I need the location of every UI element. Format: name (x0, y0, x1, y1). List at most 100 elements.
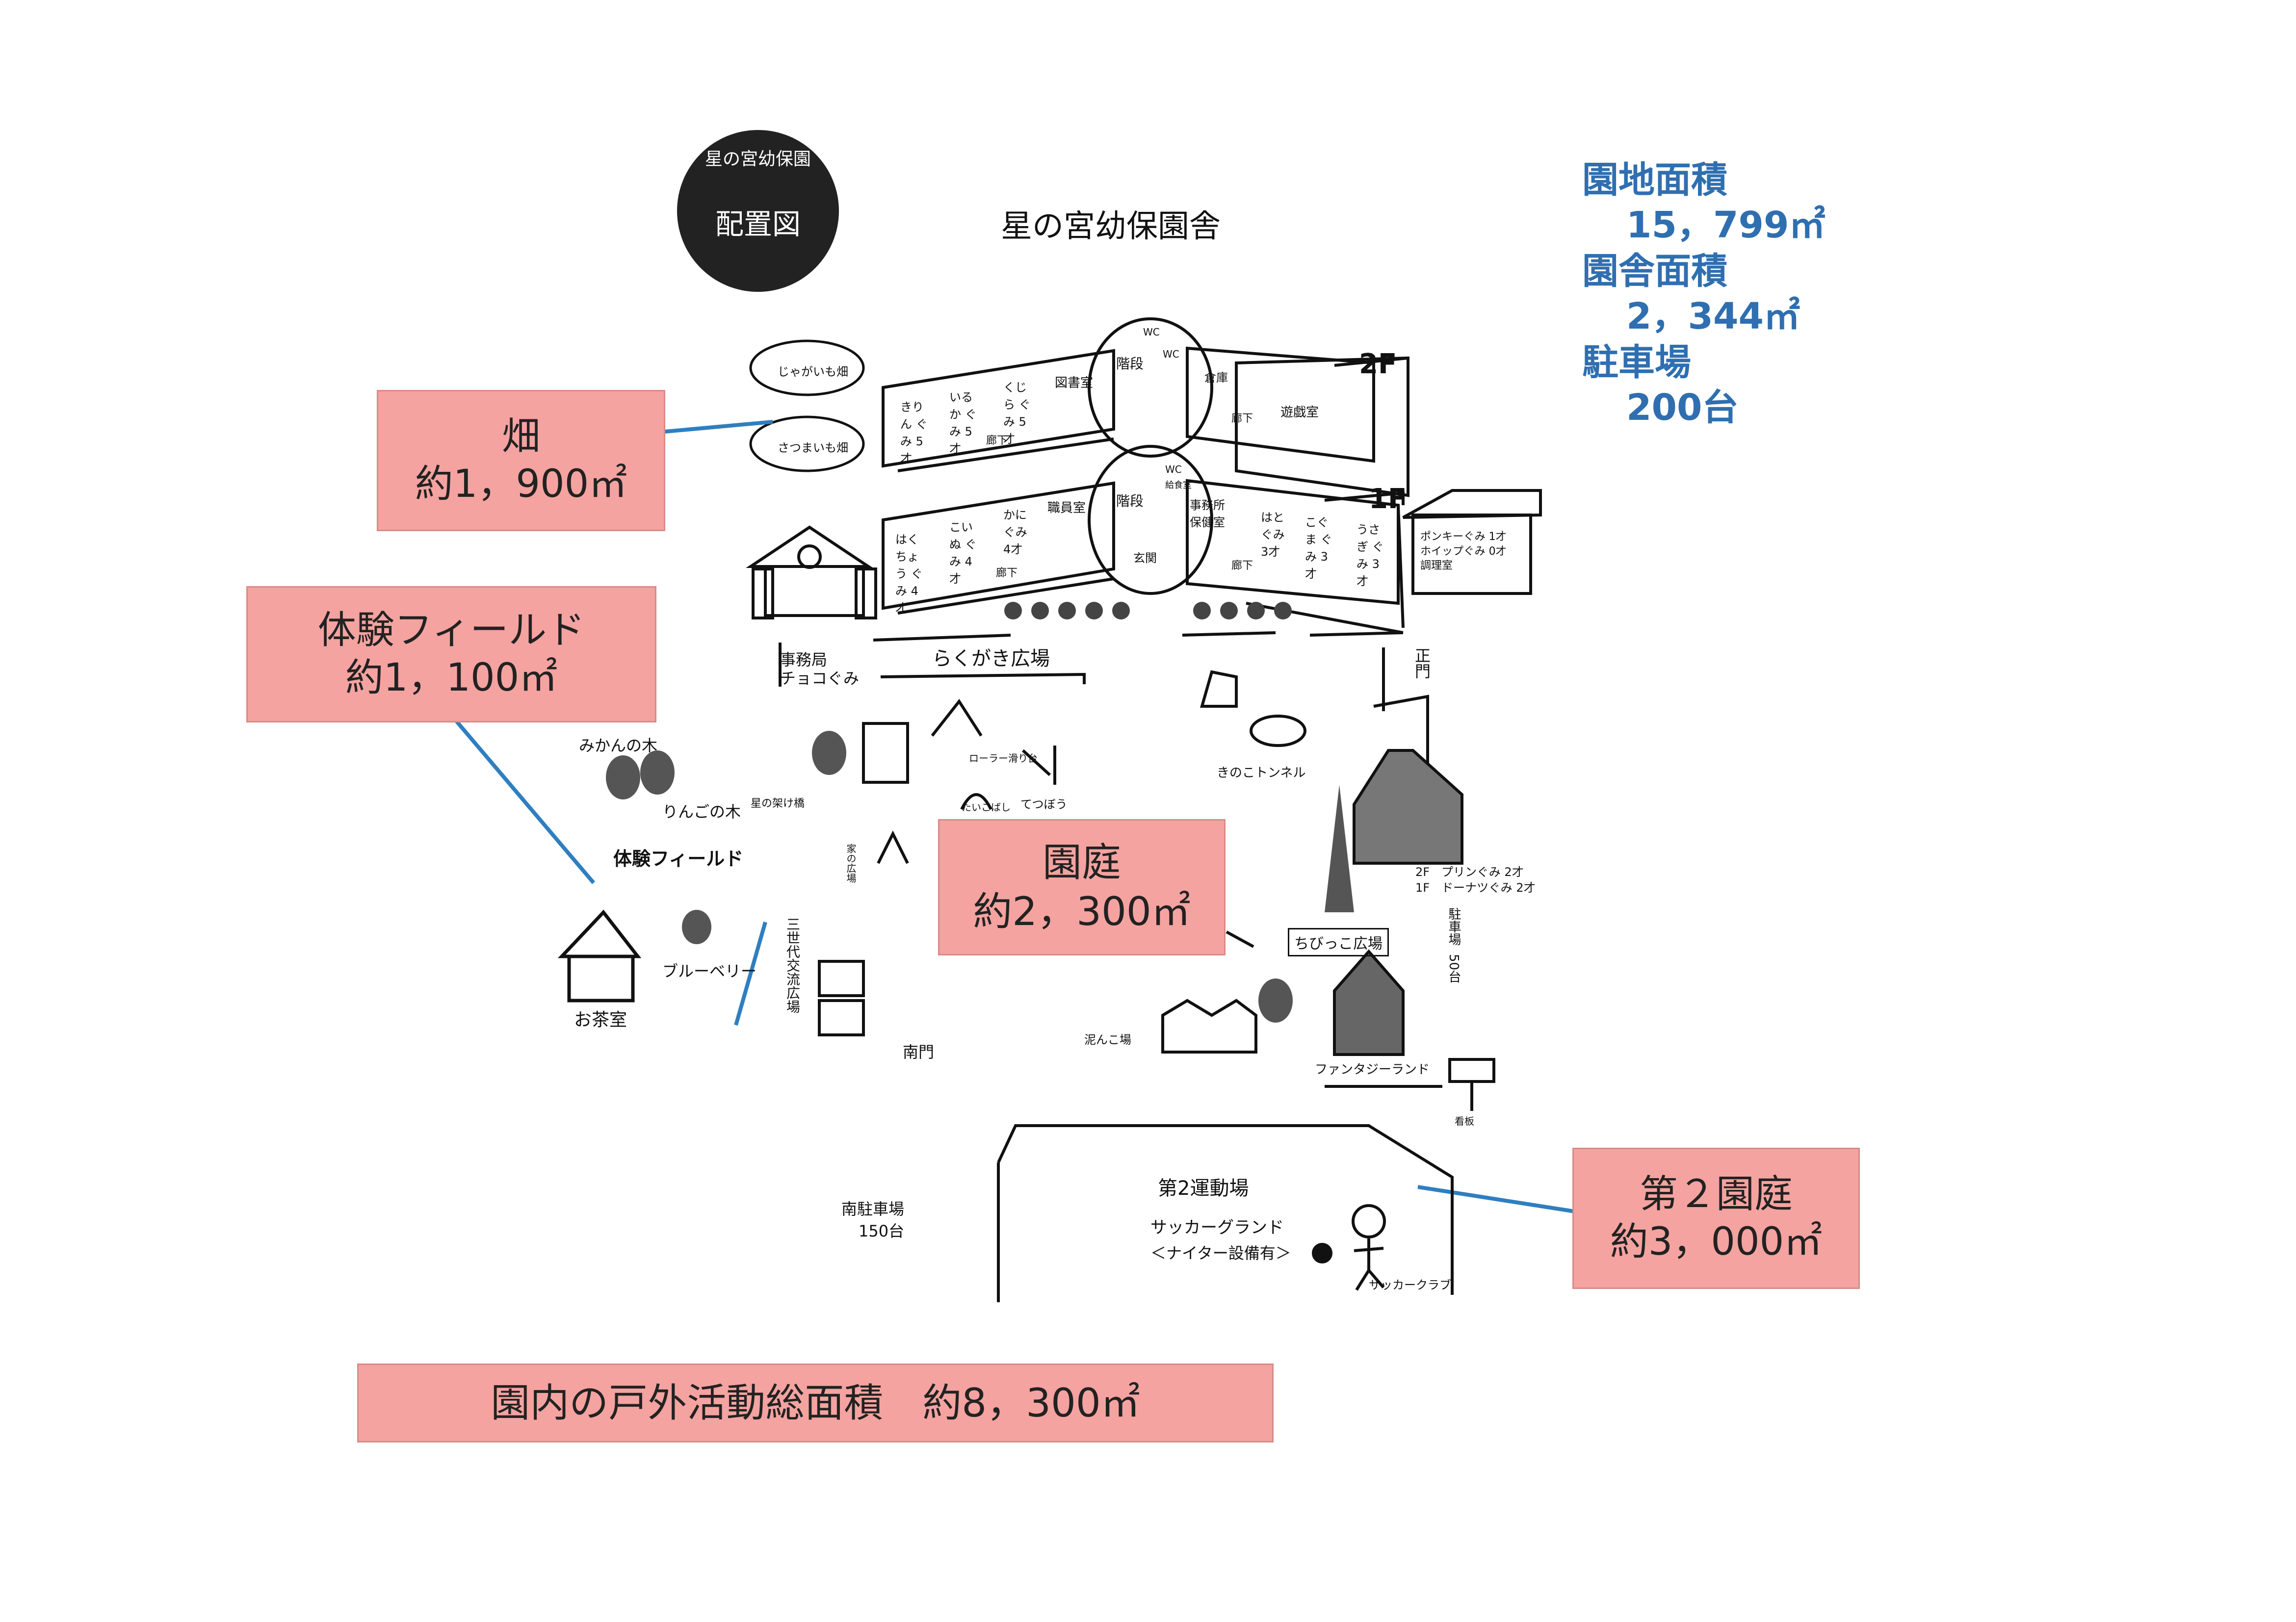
signboard (1448, 1058, 1495, 1111)
donut-label: 1F ドーナツぐみ 2才 (1415, 881, 1536, 895)
badge-top-label: 星の宮幼保園 (704, 149, 811, 169)
taiken-value: 約1，100㎡ (345, 656, 558, 700)
houses (818, 960, 1257, 1054)
room-yugishitsu: 遊戯室 (1280, 405, 1319, 420)
roller-label: ローラー滑り台 (969, 752, 1038, 764)
floor2-building (882, 317, 1409, 497)
entei-title: 園庭 (1043, 840, 1121, 885)
room-usagi: うさぎ ぐみ 3才 (1357, 523, 1384, 588)
doronko-label: 泥んこ場 (1084, 1033, 1131, 1047)
soccer-label: サッカーグランド (1150, 1218, 1284, 1237)
boundary-lines (779, 631, 1454, 1302)
ie-hiroba-label: 家の広場 (845, 844, 857, 883)
minami-parking-label: 南駐車場 (841, 1200, 905, 1218)
taiken-callout: 体験フィールド 約1，100㎡ (246, 586, 656, 722)
nanmon-label: 南門 (903, 1043, 935, 1061)
total-callout: 園内の戸外活動総面積 約8，300㎡ (357, 1364, 1274, 1442)
building-title: 星の宮幼保園舎 (1001, 208, 1221, 245)
blueberry-label: ブルーベリー (662, 962, 757, 980)
nighter-label: ＜ナイター設備有＞ (1150, 1244, 1291, 1262)
annex-building (1402, 489, 1542, 595)
seimon-label: 正門 (1412, 647, 1431, 679)
corridor-2f-a: 廊下 (986, 435, 1008, 447)
sweetpotato-field-shape (749, 415, 865, 472)
badge-main-label: 配置図 (715, 207, 801, 241)
parking-value: 200台 (1626, 386, 1739, 429)
entei-value: 約2，300㎡ (973, 889, 1191, 934)
fantasy-label: ファンタジーランド (1315, 1062, 1430, 1077)
taikobashi-label: たいこばし (962, 801, 1011, 813)
parking50-cap: 50台 (1446, 954, 1461, 983)
annex-line3: 調理室 (1420, 560, 1453, 572)
rakugaki-label: らくがき広場 (932, 647, 1050, 670)
annex-text: ポンキーぐみ 1才 ホイップぐみ 0才 調理室 (1420, 530, 1507, 573)
room-wc-2f-b: WC (1163, 348, 1179, 360)
room-wc-1f: WC (1165, 463, 1182, 475)
soccer-club-label: サッカークラブ (1369, 1278, 1451, 1292)
room-kitchen-1f: 給食室 (1165, 480, 1192, 490)
lodge-building (1353, 749, 1463, 865)
jimukyoku-label: 事務局 (780, 650, 828, 669)
room-koinu: こいぬ ぐみ 4才 (949, 520, 977, 586)
hatake-title: 畑 (501, 414, 540, 459)
kinoko-label: きのこトンネル (1217, 766, 1306, 780)
annex-line1: ポンキーぐみ 1才 (1420, 531, 1507, 543)
mikan-label: みかんの木 (579, 736, 658, 755)
building-area-value: 2，344㎡ (1626, 295, 1800, 337)
corridor-2f-b: 廊下 (1231, 412, 1253, 425)
room-storage: 倉庫 (1204, 371, 1228, 385)
hoshi-bridge-label: 星の架け橋 (751, 798, 805, 810)
entei-callout: 園庭 約2，300㎡ (938, 819, 1226, 955)
site-area-value: 15，799㎡ (1626, 204, 1826, 246)
playground-equipment (862, 670, 1306, 948)
hatake-callout: 畑 約1，900㎡ (377, 390, 665, 531)
kanban-label: 看板 (1455, 1115, 1474, 1127)
chibikko-label: ちびっこ広場 (1288, 928, 1389, 956)
flower-decorations (1004, 602, 1292, 619)
annex-line2: ホイップぐみ 0才 (1420, 545, 1507, 558)
sweetpotato-field-label: さつまいも畑 (778, 441, 848, 455)
room-koguma: こぐま ぐみ 3才 (1305, 515, 1332, 581)
ringo-label: りんごの木 (662, 802, 741, 821)
trees (606, 731, 1354, 1023)
room-kujira: くじら ぐみ 5才 (1003, 381, 1031, 446)
tetsubo-label: てつぼう (1020, 798, 1068, 811)
choco-label: チョコぐみ (780, 669, 859, 688)
floor1-building (882, 445, 1405, 634)
callout-lines (454, 420, 1575, 1213)
room-staff: 職員室 (1047, 501, 1086, 515)
office-building (746, 525, 877, 619)
taiken-title: 体験フィールド (317, 608, 585, 652)
room-hato: はと ぐみ 3才 (1261, 511, 1285, 559)
potato-field-label: じゃがいも畑 (778, 365, 848, 379)
parking-label: 駐車場 (1582, 341, 1691, 384)
soccer-player (1312, 1204, 1386, 1291)
parking50-label: 駐車場 (1446, 907, 1461, 946)
room-office-health: 事務所 保健室 (1190, 498, 1225, 529)
room-kani: かに ぐみ 4才 (1003, 508, 1027, 556)
hatake-value: 約1，900㎡ (415, 462, 627, 506)
corridor-1f-b: 廊下 (1231, 560, 1253, 572)
sansedai-label: 三世代交流広場 (784, 917, 801, 1013)
badge-circle (677, 130, 839, 292)
room-stairs-1f: 階段 (1116, 493, 1144, 509)
potato-field-shape (749, 339, 865, 396)
ochashitsu-label: お茶室 (574, 1010, 627, 1030)
room-hakucho: はくちょう ぐみ 4才 (895, 533, 923, 615)
room-kirin: きりん ぐみ 5才 (900, 400, 928, 465)
floor2-label: 2F (1359, 348, 1397, 380)
floor1-label: 1F (1369, 483, 1407, 515)
site-stats: 園地面積 15，799㎡ 園舎面積 2，344㎡ 駐車場 200台 (1582, 162, 1825, 426)
corridor-1f-a: 廊下 (996, 567, 1018, 579)
site-area-label: 園地面積 (1582, 159, 1727, 201)
undojo-label: 第2運動場 (1158, 1177, 1249, 1200)
dai2-callout: 第２園庭 約3，000㎡ (1572, 1148, 1860, 1289)
room-wc-2f-a: WC (1143, 326, 1160, 338)
tea-house (557, 909, 642, 1003)
dai2-title: 第２園庭 (1639, 1172, 1793, 1216)
room-iruka: いるか ぐみ 5才 (949, 390, 977, 456)
total-text: 園内の戸外活動総面積 約8，300㎡ (491, 1380, 1140, 1426)
room-library: 図書室 (1055, 376, 1094, 390)
room-entrance: 玄関 (1133, 551, 1157, 565)
